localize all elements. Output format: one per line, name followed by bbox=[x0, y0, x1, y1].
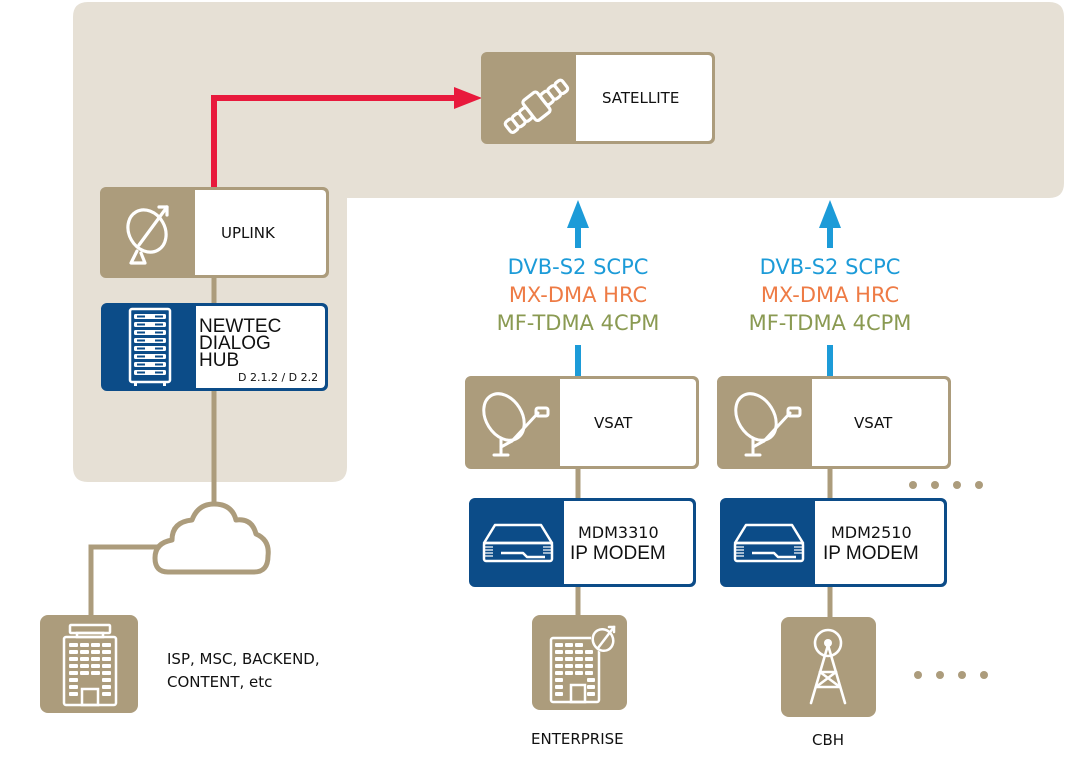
enterprise-building-dish-icon bbox=[549, 623, 621, 704]
vsat-node-1[interactable]: VSAT bbox=[465, 376, 699, 469]
protocol-mx-dma-hrc: MX-DMA HRC bbox=[760, 283, 900, 307]
more-vsats-dot bbox=[931, 481, 939, 489]
backend-caption-line-1: ISP, MSC, BACKEND, bbox=[167, 650, 320, 668]
office-building-icon bbox=[62, 623, 118, 707]
return-arrow-2-head bbox=[819, 200, 841, 228]
cbh-tile[interactable] bbox=[781, 617, 876, 717]
satellite-dish-icon bbox=[103, 190, 195, 275]
vsat-dish-icon bbox=[468, 379, 560, 466]
hub-label-line-1: NEWTEC bbox=[199, 316, 282, 337]
more-vsats-dot bbox=[975, 481, 983, 489]
more-endpoints-dot bbox=[936, 671, 944, 679]
protocol-mf-tdma-4cpm: MF-TDMA 4CPM bbox=[496, 311, 660, 335]
newtec-dialog-hub-node[interactable]: NEWTEC DIALOG HUB D 2.1.2 / D 2.2 bbox=[101, 303, 328, 391]
cbh-caption: CBH bbox=[812, 731, 845, 749]
satellite-label: SATELLITE bbox=[602, 89, 680, 107]
vsat-node-2[interactable]: VSAT bbox=[717, 376, 951, 469]
protocol-stack-right: DVB-S2 SCPC MX-DMA HRC MF-TDMA 4CPM bbox=[710, 253, 950, 337]
hub-label-line-2: DIALOG bbox=[199, 333, 271, 354]
backend-caption-line-2: CONTENT, etc bbox=[167, 673, 273, 691]
hub-label-line-3: HUB bbox=[199, 350, 240, 371]
backend-caption: ISP, MSC, BACKEND, CONTENT, etc bbox=[167, 648, 320, 694]
more-endpoints-dot bbox=[958, 671, 966, 679]
cell-tower-icon bbox=[809, 628, 847, 705]
more-endpoints-dot bbox=[980, 671, 988, 679]
ip-modem-node-2[interactable]: MDM2510 IP MODEM bbox=[720, 498, 947, 587]
enterprise-tile[interactable] bbox=[532, 615, 627, 710]
protocol-mx-dma-hrc: MX-DMA HRC bbox=[508, 283, 648, 307]
connector-cloud-backend bbox=[88, 544, 158, 617]
uplink-arrow-line bbox=[211, 95, 455, 187]
enterprise-caption: ENTERPRISE bbox=[531, 730, 624, 748]
uplink-arrow-head bbox=[454, 87, 482, 109]
more-vsats-dot bbox=[953, 481, 961, 489]
vsat-2-label: VSAT bbox=[854, 413, 893, 432]
protocol-stack-left: DVB-S2 SCPC MX-DMA HRC MF-TDMA 4CPM bbox=[458, 253, 698, 337]
ip-modem-node-1[interactable]: MDM3310 IP MODEM bbox=[469, 498, 696, 587]
hub-version-label: D 2.1.2 / D 2.2 bbox=[238, 371, 319, 384]
modem-2-type: IP MODEM bbox=[823, 542, 919, 564]
uplink-label: UPLINK bbox=[221, 223, 275, 242]
uplink-node[interactable]: UPLINK bbox=[100, 187, 329, 278]
cloud-icon bbox=[152, 501, 271, 575]
protocol-dvb-s2-scpc: DVB-S2 SCPC bbox=[759, 255, 901, 279]
more-vsats-dot bbox=[909, 481, 917, 489]
satellite-node[interactable]: SATELLITE bbox=[481, 52, 715, 144]
vsat-dish-icon bbox=[720, 379, 812, 466]
modem-1-model: MDM3310 bbox=[578, 522, 659, 542]
vsat-1-label: VSAT bbox=[594, 413, 633, 432]
modem-icon bbox=[723, 501, 815, 584]
return-arrow-1-head bbox=[567, 200, 589, 228]
protocol-dvb-s2-scpc: DVB-S2 SCPC bbox=[507, 255, 649, 279]
modem-icon bbox=[472, 501, 564, 584]
backend-tile[interactable] bbox=[40, 615, 138, 713]
more-endpoints-dot bbox=[914, 671, 922, 679]
protocol-mf-tdma-4cpm: MF-TDMA 4CPM bbox=[748, 311, 912, 335]
modem-2-model: MDM2510 bbox=[831, 522, 912, 542]
modem-1-type: IP MODEM bbox=[570, 542, 666, 564]
server-rack-icon bbox=[104, 306, 196, 388]
satellite-icon bbox=[484, 55, 576, 141]
